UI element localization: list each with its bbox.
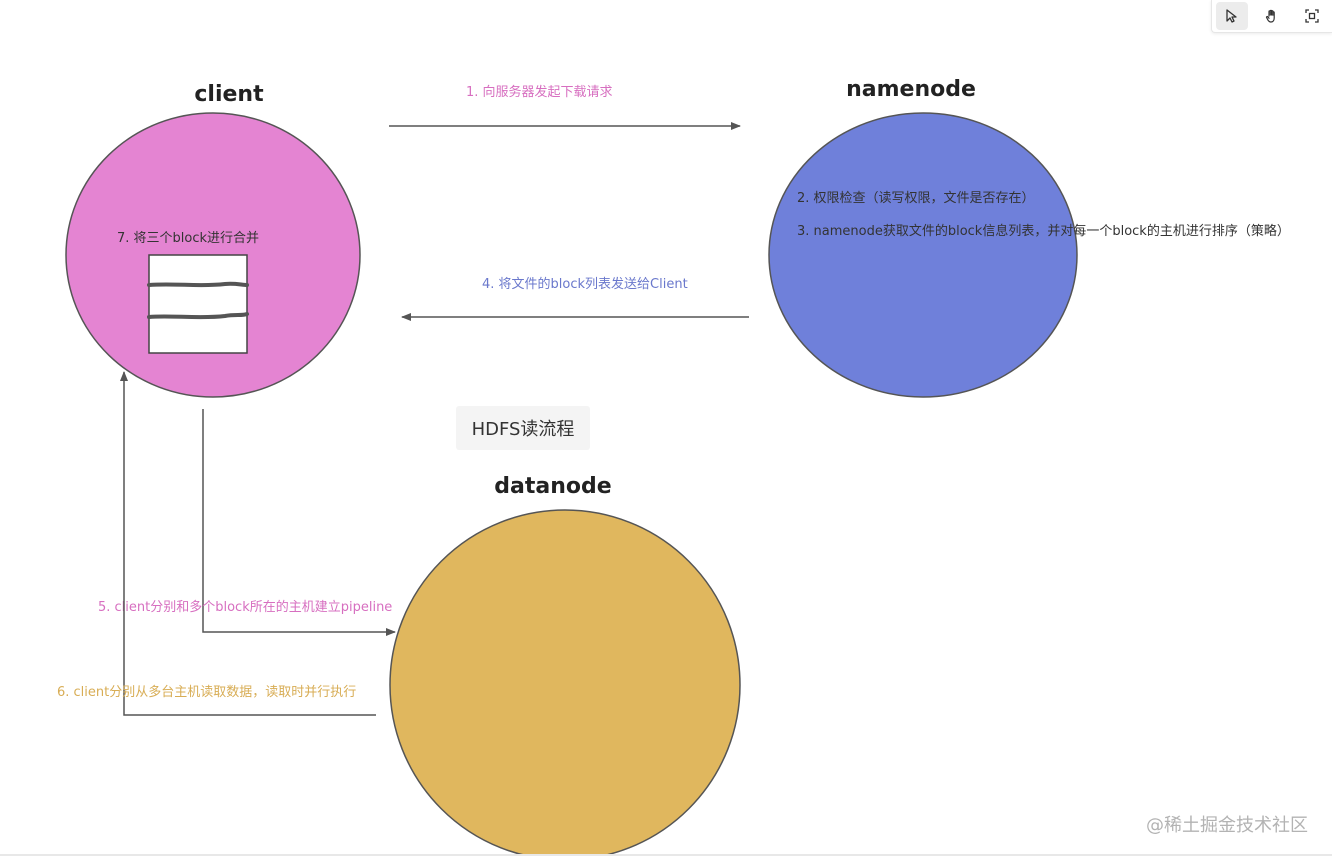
step1-label: 1. 向服务器发起下载请求 — [466, 84, 613, 100]
block-merge-icon — [147, 254, 249, 354]
step2-label: 2. 权限检查（读写权限，文件是否存在） — [797, 190, 1035, 206]
step5-label: 5. client分别和多个block所在的主机建立pipeline — [98, 599, 392, 615]
pointer-icon — [1226, 9, 1237, 23]
step7-label: 7. 将三个block进行合并 — [117, 231, 259, 246]
namenode-circle[interactable] — [768, 112, 1078, 398]
hand-icon — [1265, 9, 1275, 23]
arrow-read-data — [120, 371, 376, 716]
watermark: @稀土掘金技术社区 — [1146, 815, 1308, 836]
screenshot-tool-button[interactable] — [1296, 2, 1328, 30]
datanode-label: datanode — [494, 474, 611, 499]
diagram-title: HDFS读流程 — [456, 406, 590, 450]
step3-label: 3. namenode获取文件的block信息列表，并对每一个block的主机进… — [797, 223, 1290, 239]
screenshot-icon — [1305, 9, 1319, 23]
namenode-node[interactable]: namenode 2. 权限检查（读写权限，文件是否存在） 3. namenod… — [768, 77, 1290, 398]
client-label: client — [194, 82, 264, 107]
datanode-circle[interactable] — [389, 509, 741, 856]
arrow-pipeline — [202, 409, 396, 636]
step4-label: 4. 将文件的block列表发送给Client — [482, 276, 688, 292]
canvas-toolbar — [1211, 0, 1332, 33]
pointer-tool-button[interactable] — [1216, 2, 1248, 30]
step6-label: 6. client分别从多台主机读取数据，读取时并行执行 — [57, 684, 356, 700]
client-node[interactable]: client 7. 将三个block进行合并 — [65, 82, 361, 398]
hand-tool-button[interactable] — [1256, 2, 1288, 30]
namenode-label: namenode — [846, 77, 976, 102]
datanode-node[interactable]: datanode — [389, 474, 741, 856]
bottom-divider — [0, 854, 1332, 856]
